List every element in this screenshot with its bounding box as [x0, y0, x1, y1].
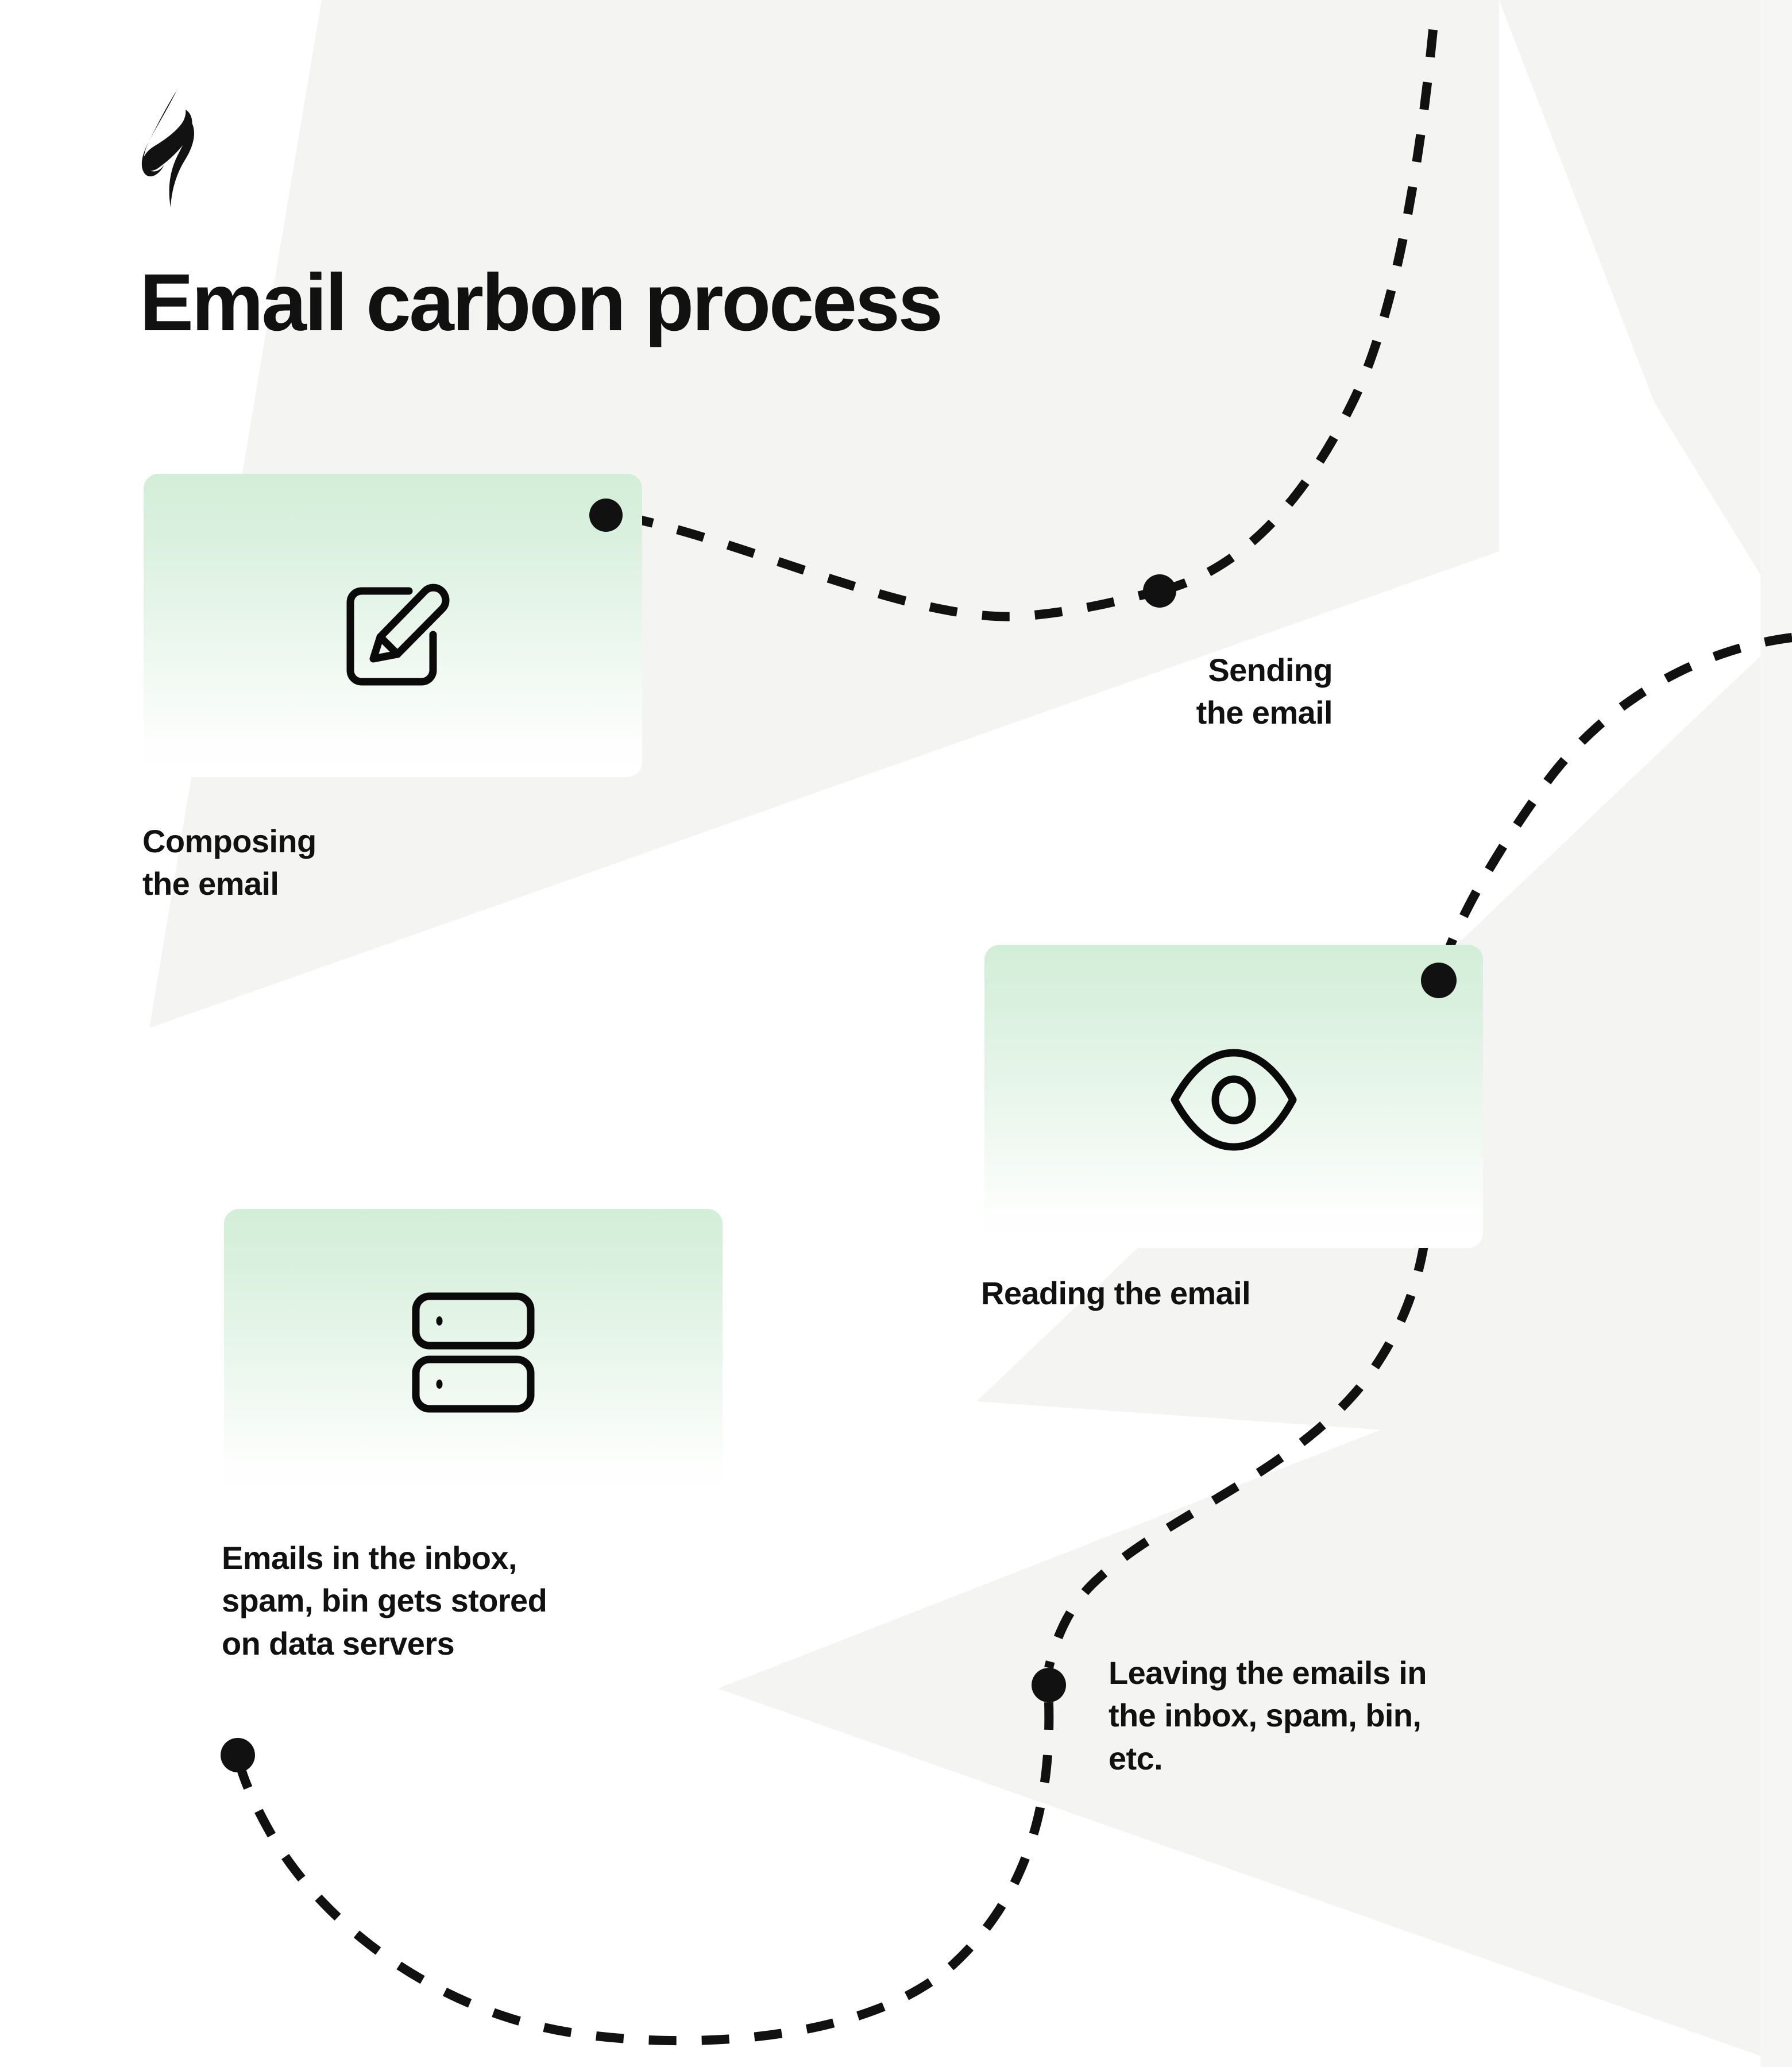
caption-storing: Emails in the inbox, spam, bin gets stor…: [222, 1540, 547, 1662]
flow-node-composing: [589, 499, 623, 532]
caption-leaving: Leaving the emails in the inbox, spam, b…: [1109, 1655, 1427, 1776]
flow-node-leaving: [1032, 1668, 1066, 1702]
step-card-composing: [144, 474, 642, 777]
eye-icon: [1171, 1049, 1297, 1151]
bg-shape-far-right: [1760, 0, 1792, 2067]
step-card-storing: [224, 1209, 723, 1496]
step-card-reading: [984, 945, 1483, 1248]
caption-composing: Composing the email: [142, 823, 316, 902]
brand-logo-icon: [141, 90, 194, 207]
caption-sending: Sending the email: [1196, 652, 1333, 731]
segment-reading-to-leaving: [1044, 1191, 1435, 1669]
flow-node-storing: [221, 1738, 255, 1772]
segment-sending-upward: [1158, 11, 1439, 596]
bg-shape-top-right: [1499, 0, 1792, 626]
caption-reading: Reading the email: [981, 1275, 1251, 1311]
page-title: Email carbon process: [140, 257, 943, 347]
flow-node-reading: [1421, 963, 1457, 998]
data-server-stack-icon: [412, 1292, 535, 1413]
segment-entering-to-reading: [1434, 633, 1792, 982]
segment-leaving-to-storing: [233, 1702, 1054, 2046]
flow-node-sending: [1143, 574, 1176, 608]
segment-composing-to-sending: [625, 512, 1161, 621]
compose-pencil-document-icon: [346, 584, 450, 686]
